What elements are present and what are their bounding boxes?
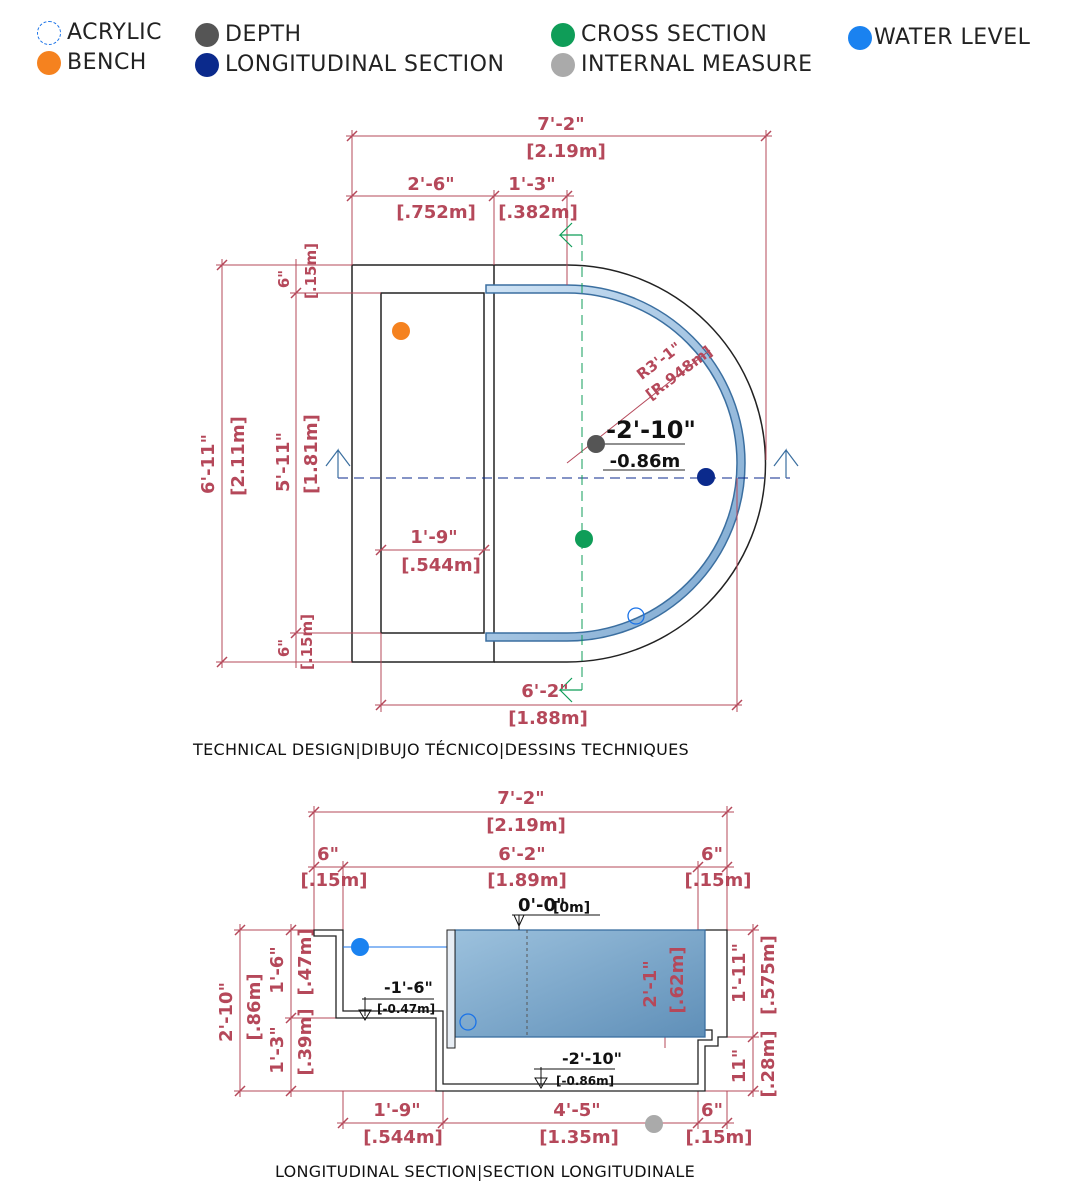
acrylic-swatch: [37, 20, 61, 45]
plan-overall-width: 7'-2": [537, 114, 584, 135]
plan-bench-width-m: [.752m]: [396, 202, 476, 223]
plan-ticks: [216, 130, 772, 711]
legend-label: DEPTH: [225, 22, 302, 47]
bench-swatch: [37, 50, 61, 75]
plan-offset-width-m: [.382m]: [498, 202, 578, 223]
plan-depth: -2'-10": [606, 416, 696, 444]
section-outline: [313, 929, 728, 1092]
acrylic-window: [454, 929, 706, 1038]
plan-top-band: 6": [275, 270, 293, 288]
sec-upper-left: 1'-6": [267, 946, 288, 993]
sec-end-wall: 6": [701, 1100, 723, 1121]
sec-floor-len: 4'-5": [553, 1100, 600, 1121]
acrylic-marker: [627, 607, 645, 625]
sec-floor-level: -2'-10": [562, 1049, 622, 1068]
internal-measure-marker: [645, 1115, 663, 1133]
legend-depth: DEPTH: [195, 22, 302, 47]
legend-label: INTERNAL MEASURE: [581, 52, 813, 77]
sec-right-lower: 11": [729, 1049, 750, 1083]
sec-bench-level: -1'-6": [384, 978, 433, 997]
section-caption: LONGITUDINAL SECTION|SECTION LONGITUDINA…: [275, 1162, 696, 1181]
acrylic-section-marker: [459, 1013, 477, 1031]
sec-upper-left-m: [.47m]: [295, 928, 316, 995]
sec-inner-m: [1.89m]: [487, 870, 567, 891]
legend-cross: CROSS SECTION: [551, 22, 767, 47]
sec-overall-width-m: [2.19m]: [486, 815, 566, 836]
water-level-marker: [351, 938, 369, 956]
sec-top-level-m: [0m]: [553, 900, 590, 916]
sec-total-depth: 2'-10": [216, 982, 237, 1042]
section-markers: [325, 222, 799, 703]
sec-total-depth-m: [.86m]: [244, 973, 265, 1040]
plan-dimension-lines: [216, 130, 772, 712]
sec-lower-left: 1'-3": [267, 1026, 288, 1073]
sec-bench-len: 1'-9": [373, 1100, 420, 1121]
internal-swatch: [551, 52, 575, 77]
section-drawing: 7'-2" [2.19m] 6" [.15m] 6'-2" [1.89m] 6"…: [216, 788, 779, 1148]
sec-left-wall-m: [.15m]: [300, 870, 367, 891]
water-swatch: [848, 25, 872, 50]
legend-longitudinal: LONGITUDINAL SECTION: [195, 52, 504, 77]
cross-swatch: [551, 22, 575, 47]
plan-inner-width-m: [1.88m]: [508, 708, 588, 729]
section-ticks: [234, 806, 759, 1129]
level-symbols: [358, 914, 615, 1089]
sec-overall-width: 7'-2": [497, 788, 544, 809]
acrylic-wall: [485, 284, 746, 642]
sec-left-wall: 6": [317, 844, 339, 865]
sec-right-wall: 6": [701, 844, 723, 865]
sec-right-lower-m: [.28m]: [758, 1030, 779, 1097]
sec-top-level: 0'-0": [518, 895, 565, 916]
legend-internal: INTERNAL MEASURE: [551, 52, 813, 77]
plan-overall-height: 6'-11": [198, 434, 219, 494]
plan-overall-height-m: [2.11m]: [228, 416, 249, 496]
legend-water: WATER LEVEL: [848, 25, 1030, 50]
depth-marker: [587, 435, 605, 453]
sec-lower-left-m: [.39m]: [295, 1008, 316, 1075]
plan-overall-width-m: [2.19m]: [526, 141, 606, 162]
sec-right-upper: 1'-11": [729, 943, 750, 1003]
legend-bench: BENCH: [37, 50, 147, 75]
sec-end-wall-m: [.15m]: [685, 1127, 752, 1148]
plan-bench-depth-m: [.544m]: [401, 555, 481, 576]
plan-outline: [351, 264, 767, 663]
plan-drawing: 7'-2" [2.19m] 2'-6" [.752m] 1'-3" [.382m…: [198, 114, 799, 729]
plan-depth-m: -0.86m: [610, 451, 681, 472]
longitudinal-marker: [697, 468, 715, 486]
plan-inner-height: 5'-11": [273, 432, 294, 492]
bench-marker: [392, 322, 410, 340]
legend-label: LONGITUDINAL SECTION: [225, 52, 505, 77]
sec-acrylic-height: 2'-1": [640, 960, 661, 1007]
sec-bench-len-m: [.544m]: [363, 1127, 443, 1148]
plan-inner-height-m: [1.81m]: [301, 414, 322, 494]
longitudinal-swatch: [195, 52, 219, 77]
depth-swatch: [195, 22, 219, 47]
sec-floor-len-m: [1.35m]: [539, 1127, 619, 1148]
plan-bench-depth: 1'-9": [410, 527, 457, 548]
plan-bottom-band-m: [.15m]: [298, 614, 316, 670]
legend-label: ACRYLIC: [67, 20, 162, 45]
plan-bottom-band: 6": [275, 639, 293, 657]
legend-acrylic: ACRYLIC: [37, 20, 162, 45]
plan-offset-width: 1'-3": [508, 174, 555, 195]
plan-bench-width: 2'-6": [407, 174, 454, 195]
acrylic-frame: [446, 929, 456, 1049]
legend-label: CROSS SECTION: [581, 22, 768, 47]
sec-bench-level-m: [-0.47m]: [377, 1002, 435, 1016]
plan-top-band-m: [.15m]: [302, 243, 320, 299]
legend-label: BENCH: [67, 50, 147, 75]
sec-inner: 6'-2": [498, 844, 545, 865]
sec-floor-level-m: [-0.86m]: [556, 1074, 614, 1088]
sec-right-upper-m: [.575m]: [758, 935, 779, 1015]
plan-inner-width: 6'-2": [521, 681, 568, 702]
cross-marker: [575, 530, 593, 548]
sec-acrylic-height-m: [.62m]: [667, 946, 688, 1013]
sec-right-wall-m: [.15m]: [684, 870, 751, 891]
plan-caption: TECHNICAL DESIGN|DIBUJO TÉCNICO|DESSINS …: [193, 740, 689, 759]
legend-label: WATER LEVEL: [874, 25, 1031, 50]
